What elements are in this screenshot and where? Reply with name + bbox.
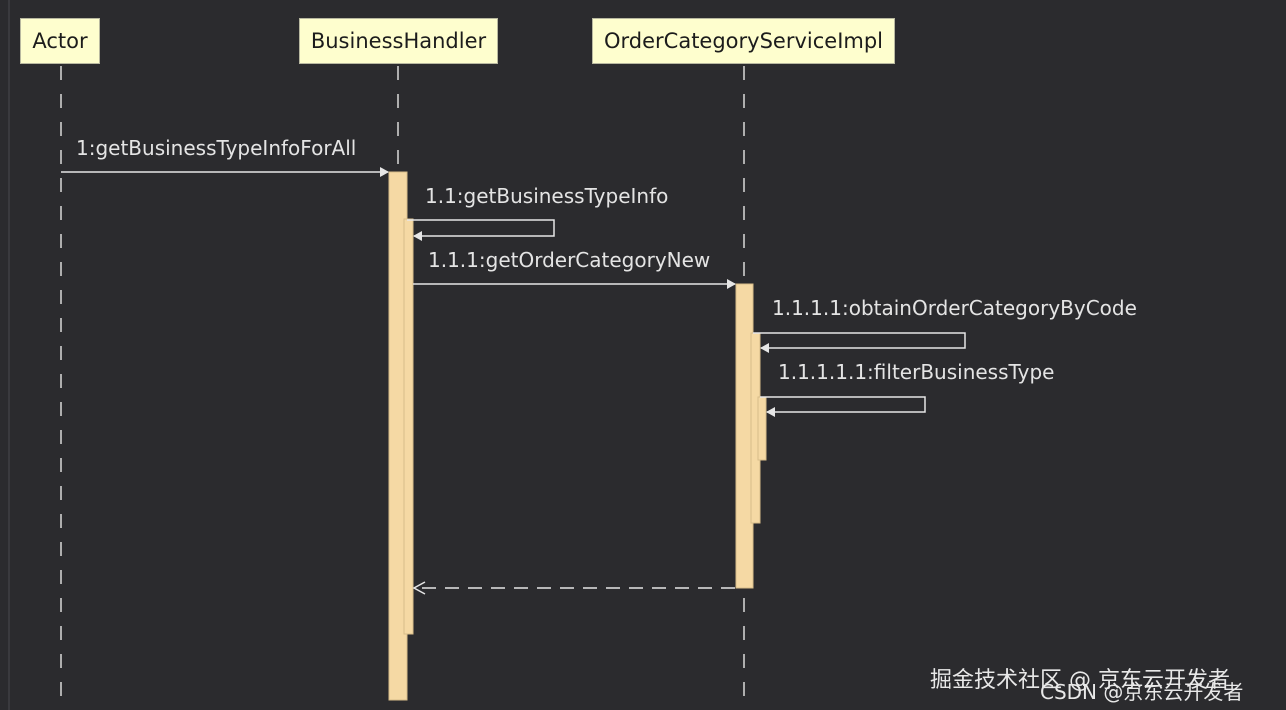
activation-business-handler-nested	[403, 218, 414, 635]
message-2-arrow	[407, 219, 555, 237]
participant-business-handler: BusinessHandler	[299, 18, 498, 64]
return-message-arrowhead	[412, 581, 426, 595]
watermark-juejin: 掘金技术社区 @ 京东云开发者	[930, 668, 1230, 693]
message-2-label: 1.1:getBusinessTypeInfo	[425, 184, 669, 208]
message-4-label: 1.1.1.1:obtainOrderCategoryByCode	[772, 296, 1137, 320]
message-5-arrowhead	[766, 407, 775, 417]
message-2-arrowhead	[413, 231, 422, 241]
message-4-arrowhead	[760, 343, 769, 353]
message-3-arrowhead	[727, 279, 736, 289]
watermark-csdn: CSDN @京东云开发者	[1040, 680, 1244, 704]
participant-actor: Actor	[20, 18, 100, 64]
message-1-arrowhead	[380, 167, 389, 177]
message-4-arrow	[753, 332, 966, 349]
message-5-arrow	[760, 396, 926, 413]
participant-order-category-service-impl: OrderCategoryServiceImpl	[592, 18, 895, 64]
message-3-label: 1.1.1:getOrderCategoryNew	[428, 248, 711, 272]
message-5-label: 1.1.1.1.1:filterBusinessType	[778, 360, 1055, 384]
activation-service-impl-nested-2	[757, 396, 767, 461]
activation-service-impl	[735, 283, 754, 589]
message-1-label: 1:getBusinessTypeInfoForAll	[76, 136, 357, 160]
